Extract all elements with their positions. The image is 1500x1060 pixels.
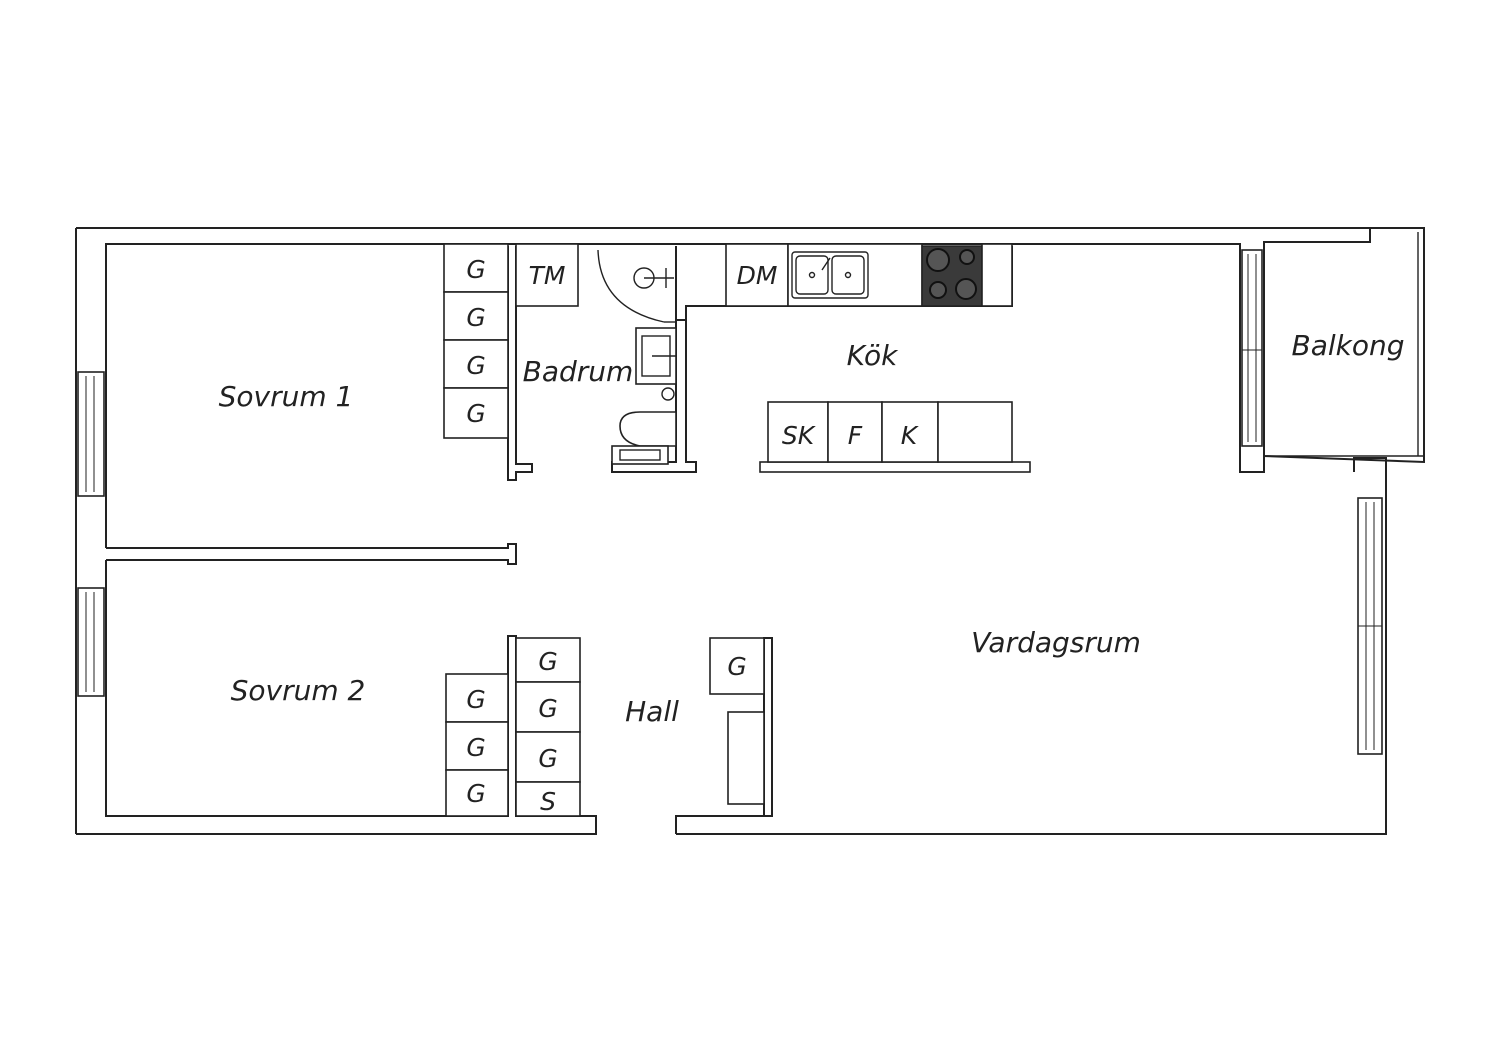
stove-icon — [921, 245, 983, 307]
fridge-label: K — [901, 421, 920, 450]
window-icon — [77, 587, 105, 697]
kitchen-counter-end — [981, 243, 1013, 307]
washing-machine: TM — [515, 243, 579, 307]
wardrobe-label: G — [466, 733, 485, 762]
freezer-label: F — [848, 421, 863, 450]
wardrobe-hall-3: G — [515, 731, 581, 783]
wardrobe-sovrum2-1: G — [445, 673, 509, 723]
wardrobe-label: G — [727, 652, 746, 681]
window-icon — [1357, 497, 1383, 755]
room-label-sovrum2: Sovrum 2 — [231, 674, 366, 707]
wardrobe-label: G — [466, 399, 485, 428]
wardrobe-sovrum2-3: G — [445, 769, 509, 817]
wardrobe-hall-4: G — [709, 637, 765, 695]
dishwasher: DM — [725, 243, 789, 307]
sink-icon — [635, 327, 677, 385]
wardrobe-label: G — [538, 744, 557, 773]
wardrobe-hall-1: G — [515, 637, 581, 683]
freezer-cabinet-label: SK — [782, 421, 817, 450]
room-label-hall: Hall — [625, 695, 679, 728]
room-label-vardagsrum: Vardagsrum — [971, 626, 1141, 659]
sink-icon — [787, 243, 923, 307]
kitchen-island-counter — [937, 401, 1013, 463]
wardrobe-sovrum1-4: G — [443, 387, 509, 439]
kitchen-island-base — [759, 461, 1031, 473]
window-icon — [1241, 249, 1263, 447]
room-label-balkong: Balkong — [1291, 329, 1404, 362]
wardrobe-label: G — [466, 303, 485, 332]
wardrobe-sovrum1-1: G — [443, 243, 509, 293]
wardrobe-sovrum1-2: G — [443, 291, 509, 341]
balcony — [1263, 227, 1425, 464]
cleaning-cabinet: S — [515, 781, 581, 817]
room-label-kok: Kök — [847, 339, 899, 372]
wardrobe-sovrum1-3: G — [443, 339, 509, 389]
room-label-sovrum1: Sovrum 1 — [219, 380, 354, 413]
wardrobe-label: G — [538, 647, 557, 676]
room-label-badrum: Badrum — [523, 355, 634, 388]
freezer: F — [827, 401, 883, 463]
wardrobe-hall-2: G — [515, 681, 581, 733]
wardrobe-label: G — [466, 685, 485, 714]
shower-icon — [597, 249, 676, 323]
wardrobe-label: G — [466, 351, 485, 380]
wardrobe-label: G — [466, 255, 485, 284]
wardrobe-label: G — [466, 779, 485, 808]
freezer-cabinet: SK — [767, 401, 829, 463]
cleaning-cabinet-label: S — [540, 787, 556, 816]
toilet-icon — [611, 387, 677, 465]
wardrobe-sovrum2-2: G — [445, 721, 509, 771]
washing-machine-label: TM — [529, 261, 566, 290]
fridge: K — [881, 401, 939, 463]
dishwasher-label: DM — [737, 261, 778, 290]
window-icon — [77, 371, 105, 497]
wardrobe-label: G — [538, 694, 557, 723]
hall-bench — [727, 711, 765, 805]
